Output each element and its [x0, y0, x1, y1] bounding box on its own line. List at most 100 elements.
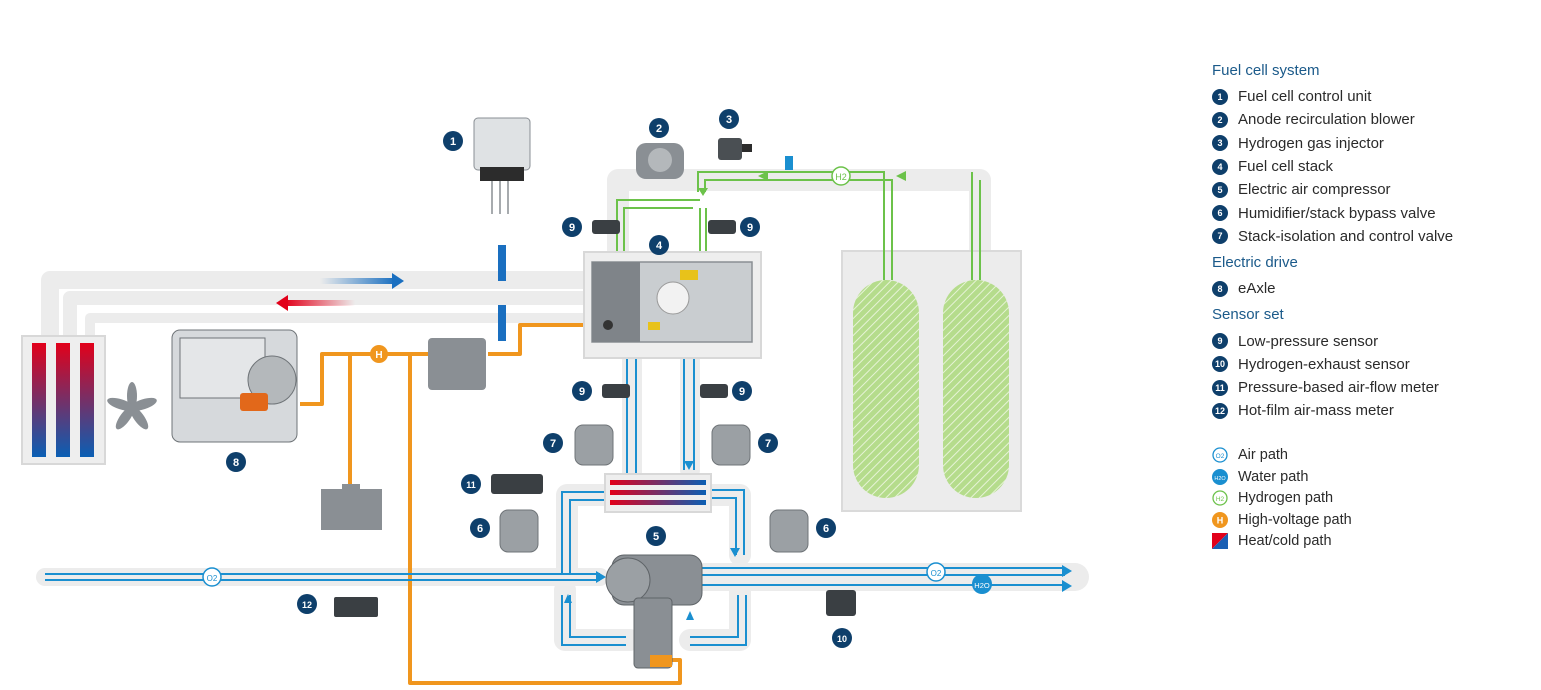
diagram-badge-label: 7 — [550, 438, 556, 450]
diagram-badge-label: 9 — [569, 222, 575, 234]
air-arrows — [564, 343, 1072, 620]
number-badge: 8 — [1212, 280, 1228, 297]
legend-item-label: Fuel cell control unit — [1238, 88, 1372, 106]
diagram-badge-label: 6 — [477, 523, 483, 535]
diagram-badge-5: 5 — [646, 526, 666, 546]
diagram-badge-label: 12 — [302, 600, 312, 610]
stack-connector — [680, 270, 698, 280]
path-legend-item: H2 Hydrogen path — [1212, 488, 1532, 510]
diagram-badge-label: 1 — [450, 136, 456, 148]
diagram-badge-3: 3 — [719, 109, 739, 129]
stack-port — [603, 320, 613, 330]
diagram-badge-1: 1 — [443, 131, 463, 151]
water-path-icon: H2O — [1212, 468, 1228, 485]
legend-section-title: Electric drive — [1212, 254, 1298, 272]
number-badge: 7 — [1212, 228, 1228, 245]
path-legend: O2 Air path H2O Water path H2 Hydrogen p… — [1212, 445, 1532, 553]
svg-text:H2: H2 — [1216, 496, 1225, 503]
legend-item-label: Pressure-based air-flow meter — [1238, 379, 1439, 397]
legend-item-label: Anode recirculation blower — [1238, 111, 1415, 129]
diagram-badge-9: 9 — [562, 217, 582, 237]
radiator-tube — [32, 343, 46, 457]
path-legend-label: Hydrogen path — [1238, 490, 1334, 507]
legend-item: 2 Anode recirculation blower — [1212, 108, 1532, 131]
hydrogen-tank — [943, 280, 1009, 498]
diagram-badge-label: 7 — [765, 438, 771, 450]
diagram-badge-label: 9 — [747, 222, 753, 234]
path-legend-item: H High-voltage path — [1212, 509, 1532, 531]
battery-terminal — [342, 484, 360, 490]
diagram-badge-label: 2 — [656, 123, 662, 135]
heat-exchanger-tube — [610, 490, 706, 495]
legend-item: 10 Hydrogen-exhaust sensor — [1212, 353, 1532, 376]
diagram-badge-7: 7 — [758, 433, 778, 453]
diagram-badge-label: 8 — [233, 457, 239, 469]
number-badge: 2 — [1212, 111, 1228, 128]
diagram-badge-label: 9 — [579, 386, 585, 398]
legend-item: 6 Humidifier/stack bypass valve — [1212, 201, 1532, 224]
diagram-badge-10: 10 — [832, 628, 852, 648]
diagram-badge-label: 6 — [823, 523, 829, 535]
legend-item-label: Hydrogen-exhaust sensor — [1238, 355, 1410, 373]
number-badge: 11 — [1212, 379, 1228, 396]
hydrogen-tank — [853, 280, 919, 498]
coolant-arrow-red-head — [276, 295, 288, 311]
path-legend-label: Heat/cold path — [1238, 533, 1332, 550]
battery — [321, 489, 382, 530]
number-badge: 12 — [1212, 402, 1228, 419]
anode-blower — [636, 143, 684, 179]
svg-text:H: H — [1217, 515, 1224, 525]
diagram-badge-label: 3 — [726, 114, 732, 126]
gas-injector — [718, 138, 793, 170]
voltage-marker: H — [370, 345, 388, 363]
legend-item-label: Humidifier/stack bypass valve — [1238, 204, 1436, 222]
hydrogen-path — [616, 171, 981, 280]
coolant-arrow-red — [285, 300, 355, 306]
stack-port — [656, 281, 690, 315]
legend-item-label: Low-pressure sensor — [1238, 332, 1379, 350]
diagram-badge-6: 6 — [470, 518, 490, 538]
heat-exchanger-tube — [610, 500, 706, 505]
svg-text:O2: O2 — [931, 569, 942, 578]
diagram-badge-8: 8 — [226, 452, 246, 472]
svg-text:O2: O2 — [1216, 453, 1225, 460]
number-badge: 1 — [1212, 88, 1228, 105]
diagram-badge-label: 4 — [656, 240, 663, 252]
legend-item: 9 Low-pressure sensor — [1212, 329, 1532, 352]
eaxle — [171, 329, 298, 443]
control-unit — [473, 117, 531, 214]
path-legend-label: Air path — [1238, 447, 1288, 464]
diagram-badge-4: 4 — [649, 235, 669, 255]
diagram-badge-7: 7 — [543, 433, 563, 453]
legend-item-label: Hot-film air-mass meter — [1238, 402, 1394, 420]
stack-endplate — [592, 262, 640, 342]
heat-cold-path-icon — [1212, 533, 1228, 550]
diagram-badge-9: 9 — [740, 217, 760, 237]
sensor-component — [334, 220, 856, 617]
number-badge: 6 — [1212, 205, 1228, 222]
diagram-badge-label: 5 — [653, 531, 659, 543]
diagram-badge-9: 9 — [572, 381, 592, 401]
diagram-badge-12: 12 — [297, 594, 317, 614]
svg-text:H2O: H2O — [1214, 476, 1226, 482]
diagram-badge-9: 9 — [732, 381, 752, 401]
legend-item-label: Hydrogen gas injector — [1238, 134, 1384, 152]
air-marker: O2 — [202, 567, 222, 587]
legend-item: 3 Hydrogen gas injector — [1212, 132, 1532, 155]
legend-item: 12 Hot-film air-mass meter — [1212, 399, 1532, 422]
number-badge: 10 — [1212, 356, 1228, 373]
legend-section-title: Fuel cell system — [1212, 62, 1320, 79]
hydrogen-path-icon: H2 — [1212, 490, 1228, 506]
legend-item: 1 Fuel cell control unit — [1212, 85, 1532, 108]
number-badge: 3 — [1212, 135, 1228, 152]
number-badge: 5 — [1212, 181, 1228, 198]
diagram-badge-label: 10 — [837, 634, 847, 644]
fan-icon — [107, 382, 157, 430]
number-badge: 9 — [1212, 333, 1228, 350]
hydrogen-marker: H2 — [831, 166, 851, 186]
